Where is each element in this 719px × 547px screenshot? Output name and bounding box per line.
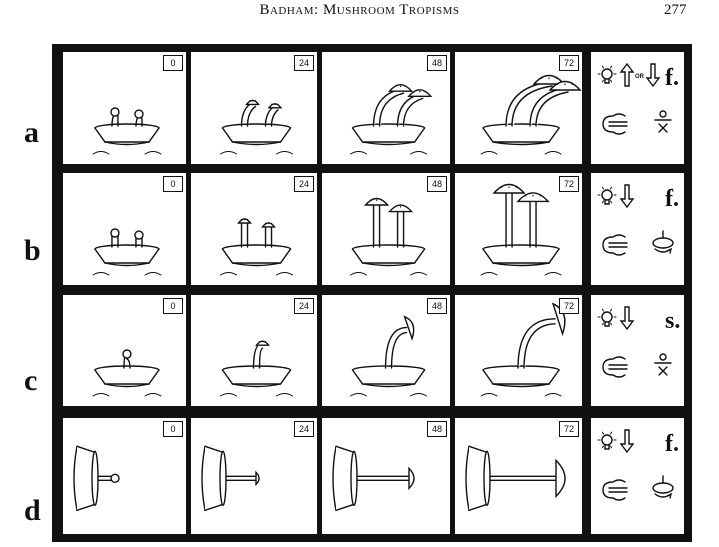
mushroom-drawing	[350, 315, 428, 397]
time-label: 48	[427, 298, 447, 314]
mushroom-drawing	[220, 99, 294, 155]
time-label: 24	[294, 176, 314, 192]
mushroom-drawing	[220, 340, 294, 397]
page-number: 277	[664, 2, 687, 18]
stimulus-icons	[597, 429, 674, 501]
mushroom-drawing	[480, 302, 566, 397]
panel-d-0: 0	[63, 418, 186, 534]
time-label: 24	[294, 421, 314, 437]
mushroom-drawing	[73, 445, 120, 512]
panel-a-0: 0	[63, 52, 186, 164]
time-label: 72	[559, 298, 579, 314]
condition-label: f.	[665, 186, 679, 212]
time-label: 72	[559, 176, 579, 192]
time-label: 24	[294, 298, 314, 314]
mushroom-drawing	[465, 445, 566, 512]
panel-c-0: 0	[63, 295, 186, 406]
running-title: Badham: Mushroom Tropisms	[259, 2, 460, 18]
time-label: 24	[294, 55, 314, 71]
time-label: 72	[559, 421, 579, 437]
time-label: 48	[427, 176, 447, 192]
mushroom-drawing	[332, 445, 415, 512]
row-letter-c: c	[24, 364, 38, 397]
mushroom-drawing	[480, 183, 562, 276]
time-label: 48	[427, 421, 447, 437]
panel-a-1: 24	[191, 52, 317, 164]
row-letter-b: b	[24, 234, 41, 267]
stimulus-icons	[597, 62, 672, 135]
time-label: 0	[163, 55, 183, 71]
mushroom-drawing	[220, 218, 294, 276]
or-label: OR	[635, 74, 644, 80]
condition-label: s.	[665, 308, 681, 334]
stimulus-panel-d: f.	[591, 418, 684, 534]
time-label: 72	[559, 55, 579, 71]
row-letter-d: d	[24, 494, 41, 527]
stimulus-icons	[597, 306, 672, 378]
mushroom-drawing	[92, 228, 162, 276]
time-label: 0	[163, 176, 183, 192]
panel-d-3: 72	[455, 418, 582, 534]
mushroom-drawing	[201, 445, 260, 512]
row-letter-a: a	[24, 116, 39, 149]
panel-d-2: 48	[322, 418, 450, 534]
time-label: 48	[427, 55, 447, 71]
panel-b-0: 0	[63, 173, 186, 285]
condition-label: f.	[665, 431, 679, 457]
condition-label: f.	[665, 65, 679, 91]
stimulus-panel-a: OR f.	[591, 52, 684, 164]
mushroom-drawing	[350, 197, 428, 276]
panel-a-3: 72	[455, 52, 582, 164]
time-label: 0	[163, 298, 183, 314]
mushroom-drawing	[92, 349, 162, 397]
stimulus-panel-c: s.	[591, 295, 684, 406]
panel-c-3: 72	[455, 295, 582, 406]
panel-b-1: 24	[191, 173, 317, 285]
panel-c-1: 24	[191, 295, 317, 406]
panel-b-3: 72	[455, 173, 582, 285]
mushroom-drawing	[350, 84, 433, 155]
panel-a-2: 48	[322, 52, 450, 164]
panel-b-2: 48	[322, 173, 450, 285]
mushroom-drawing	[480, 74, 582, 155]
stimulus-icons	[597, 184, 674, 256]
mushroom-drawing	[92, 107, 162, 155]
panel-c-2: 48	[322, 295, 450, 406]
time-label: 0	[163, 421, 183, 437]
panel-d-1: 24	[191, 418, 317, 534]
stimulus-panel-b: f.	[591, 173, 684, 285]
